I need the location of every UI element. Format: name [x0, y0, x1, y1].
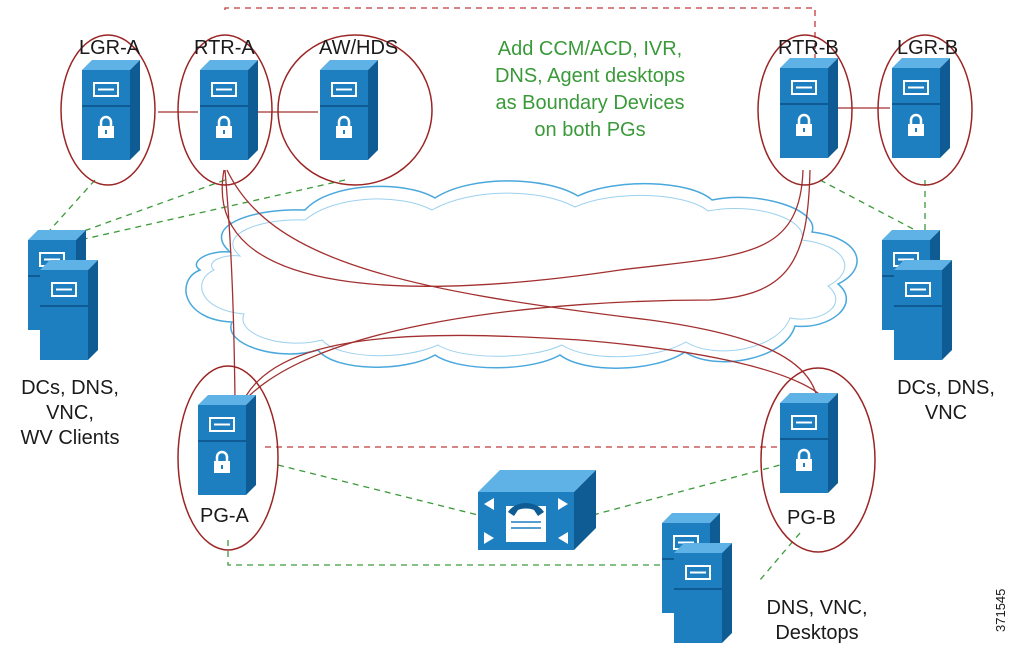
group-label-line: WV Clients	[20, 427, 120, 449]
group-label-line: Desktops	[775, 622, 859, 644]
aw-hds-server	[319, 59, 379, 161]
note-line: on both PGs	[534, 119, 646, 141]
boundary-device-note: Add CCM/ACD, IVR, DNS, Agent desktops as…	[470, 36, 710, 144]
rtr-a-label: RTR-A	[194, 37, 255, 59]
lgr-a-label: LGR-A	[79, 37, 141, 59]
right-group-label: DCs, DNS, VNC	[876, 376, 1016, 426]
right-server-stack	[882, 230, 952, 360]
dashed-links	[49, 7, 926, 581]
bottom-group-label: DNS, VNC, Desktops	[752, 596, 882, 646]
lgr-a-server	[81, 59, 141, 161]
note-line: as Boundary Devices	[495, 92, 685, 114]
rtr-b-server	[779, 57, 839, 159]
network-cloud	[185, 180, 858, 369]
left-server-stack	[28, 230, 98, 360]
group-label-line: VNC,	[46, 402, 94, 424]
left-group-label: DCs, DNS, VNC, WV Clients	[0, 376, 140, 451]
note-line: DNS, Agent desktops	[494, 65, 686, 87]
lgr-b-server	[891, 57, 951, 159]
note-line: Add CCM/ACD, IVR,	[497, 38, 683, 60]
figure-id: 371545	[993, 588, 1008, 632]
lgr-b-label: LGR-B	[897, 37, 959, 59]
group-ellipses	[60, 34, 973, 553]
bottom-server-stack	[662, 513, 732, 643]
group-label-line: VNC	[924, 402, 968, 424]
aw-hds-label: AW/HDS	[319, 37, 399, 59]
pg-a-server	[197, 394, 257, 496]
pg-a-label: PG-A	[200, 505, 249, 527]
pg-b-label: PG-B	[787, 507, 836, 529]
group-label-line: DNS, VNC,	[766, 597, 868, 619]
red-links	[158, 107, 890, 413]
rtr-a-server	[199, 59, 259, 161]
group-label-line: DCs, DNS,	[897, 377, 995, 399]
rtr-b-label: RTR-B	[778, 37, 839, 59]
group-label-line: DCs, DNS,	[21, 377, 119, 399]
switch-icon	[478, 470, 596, 550]
pg-b-server	[779, 392, 839, 494]
